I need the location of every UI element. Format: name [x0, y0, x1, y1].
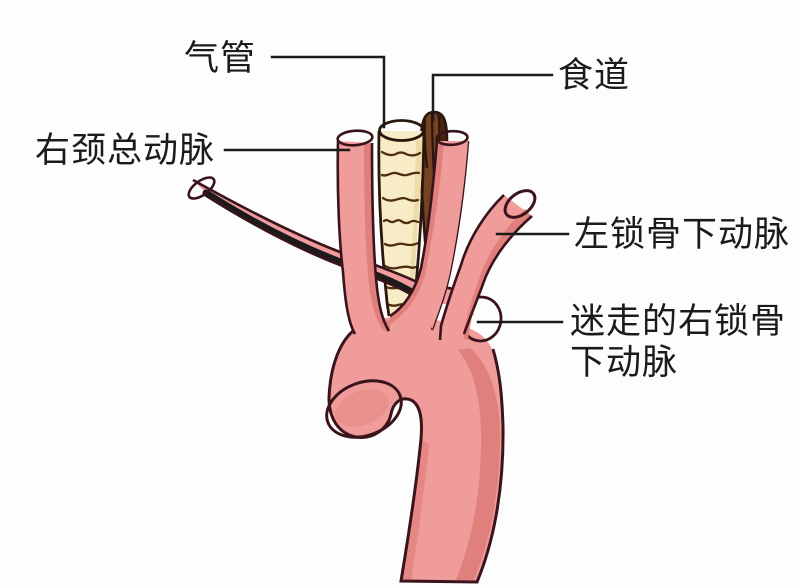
- trachea-label: 气管: [184, 39, 257, 78]
- left-subclavian-shape: [438, 189, 537, 345]
- left-subclavian-label: 左锁骨下动脉: [574, 215, 791, 254]
- trachea-leader-line: [270, 55, 386, 129]
- aortic-arch-shape: [327, 316, 505, 584]
- esophagus-leader-line: [431, 73, 554, 122]
- trachea-opening: [378, 119, 425, 142]
- ascending-aorta-opening: [325, 379, 403, 439]
- left-common-carotid-shape: [389, 129, 470, 345]
- right-carotid-cut-end: [336, 129, 374, 147]
- right-common-carotid-label: 右颈总动脉: [35, 131, 216, 170]
- right-common-carotid-shape: [336, 129, 392, 350]
- left-carotid-cut-end: [435, 129, 469, 147]
- aberrant-subclavian-cut-end: [187, 176, 216, 200]
- aberrant-right-subclavian-label: 迷走的右锁骨下动脉: [570, 302, 787, 382]
- esophagus-label: 食道: [558, 56, 631, 95]
- left-subclavian-cut-end: [503, 189, 537, 219]
